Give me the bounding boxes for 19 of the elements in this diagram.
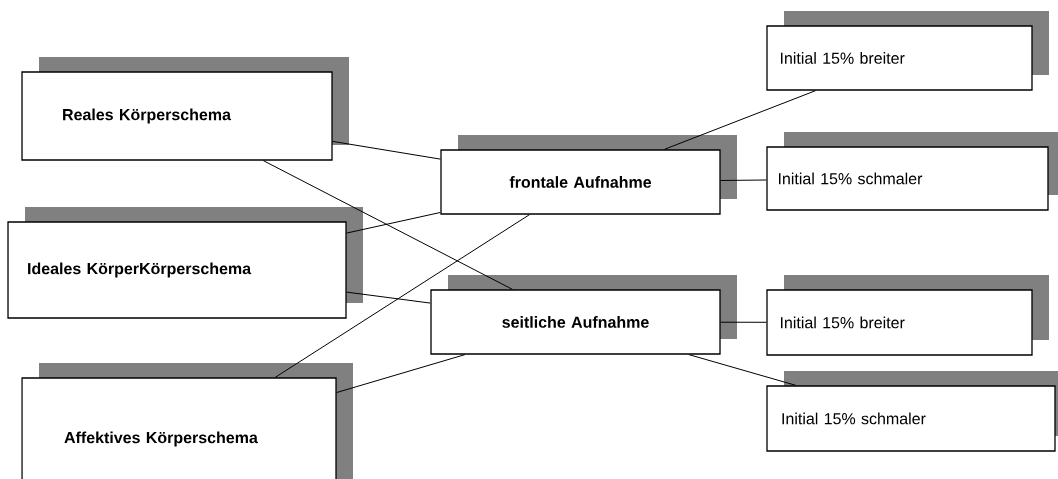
connector-line [274,214,530,378]
connector-line [664,90,817,150]
connector-line [346,211,441,234]
text-box: frontale Aufnahme [440,135,737,215]
text-box: Affektives Körperschema [21,363,353,479]
connector-line [720,179,767,181]
connector-line [346,291,431,304]
text-box: seitliche Aufnahme [430,275,737,355]
connector-line [262,160,513,290]
text-box: Initial 15% breiter [766,11,1049,91]
text-box: Initial 15% schmaler [766,132,1058,211]
connector-line [688,354,797,386]
connector-line [336,354,466,393]
text-box: Ideales KörperKörperschema [7,207,363,319]
connector-line [720,321,767,323]
text-box: Initial 15% breiter [766,275,1049,356]
connector-line [332,140,441,160]
text-box: Reales Körperschema [21,57,349,161]
text-box: Initial 15% schmaler [766,371,1058,452]
